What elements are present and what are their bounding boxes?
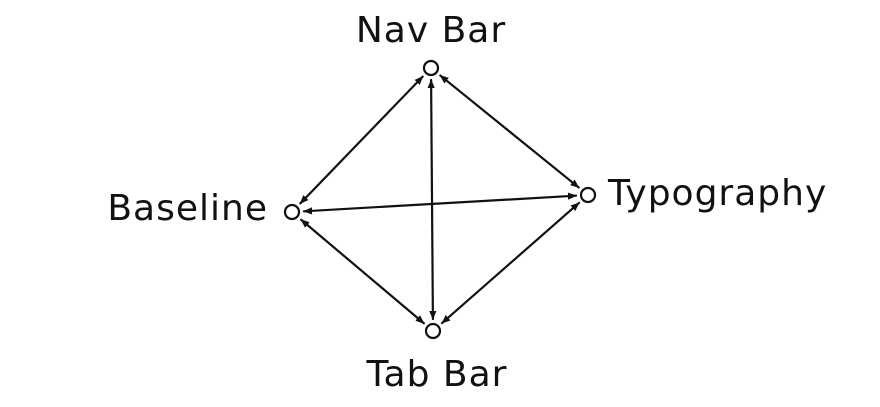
node-label-tab-bar: Tab Bar — [366, 354, 508, 395]
node-label-nav-bar: Nav Bar — [356, 10, 506, 51]
edge-baseline-typography — [302, 192, 578, 215]
edges-group — [299, 74, 581, 325]
edge-nav-tab — [427, 78, 437, 321]
edge-nav-typography — [439, 74, 580, 189]
node-label-baseline: Baseline — [107, 188, 268, 229]
nodes-group — [283, 59, 597, 340]
node-typography — [579, 186, 597, 204]
edge-baseline-tab — [300, 218, 425, 325]
node-nav — [422, 59, 440, 77]
edge-nav-baseline — [299, 75, 424, 205]
edge-typography-tab — [440, 201, 581, 325]
node-label-typography: Typography — [607, 173, 827, 214]
node-tab — [424, 322, 442, 340]
node-baseline — [283, 203, 301, 221]
